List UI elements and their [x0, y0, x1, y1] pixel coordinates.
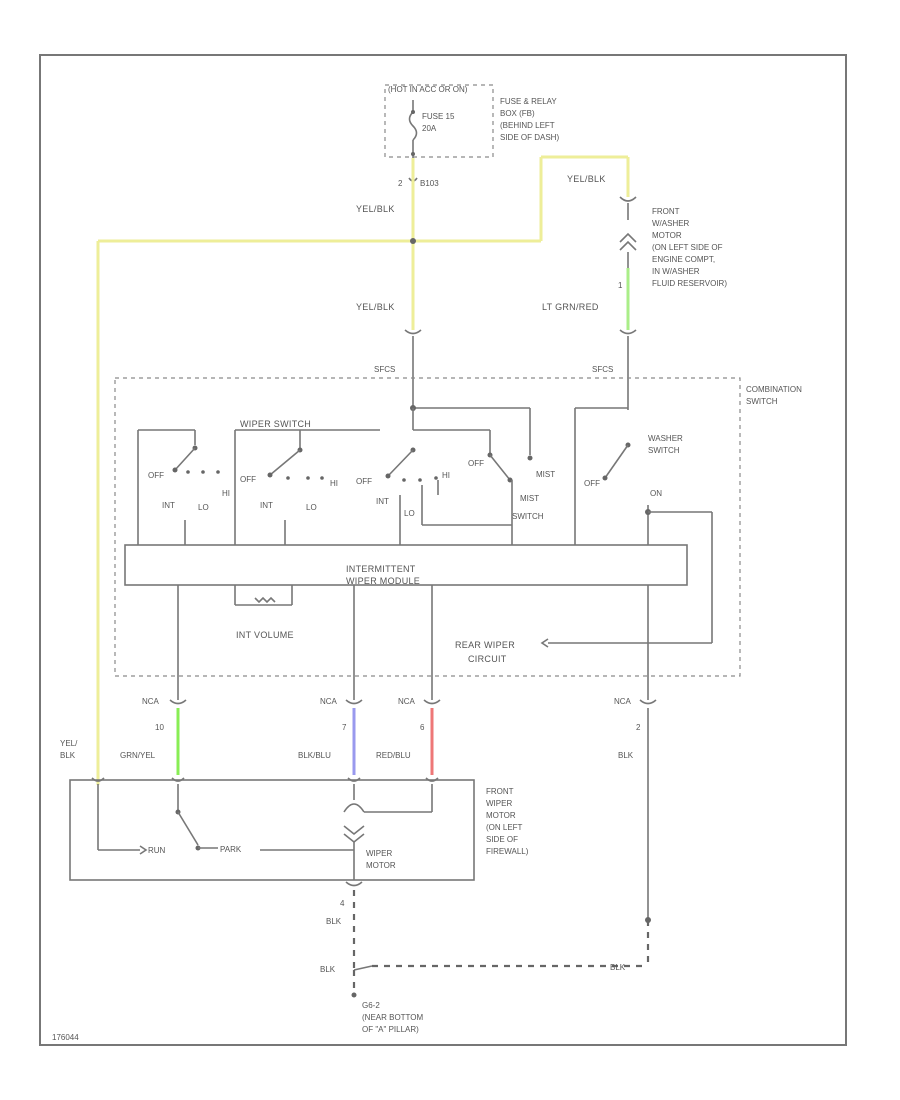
- switch-off-3: OFF: [356, 477, 372, 486]
- diagram-frame: [39, 54, 847, 1046]
- connector-sfcs-left: SFCS: [374, 365, 395, 374]
- wiper-motor-box-label-4: (ON LEFT: [486, 823, 523, 832]
- wiper-motor-box-label-5: SIDE OF: [486, 835, 518, 844]
- connector-sfcs-left-icon: [404, 329, 422, 335]
- switch-hi-1: HI: [222, 489, 230, 498]
- pin-2-label: 2: [398, 179, 403, 188]
- ground-label-1: G6-2: [362, 1001, 380, 1010]
- module-label-1: INTERMITTENT: [346, 564, 416, 574]
- washer-motor-icon: [619, 196, 637, 268]
- front-wiper-motor-box: [69, 779, 475, 881]
- washer-motor-label-3: MOTOR: [652, 231, 682, 240]
- figure-id: 176044: [52, 1033, 79, 1042]
- connector-nca-1: NCA: [142, 697, 160, 706]
- pin-4-label: 4: [340, 899, 345, 908]
- connector-nca-3: NCA: [398, 697, 416, 706]
- fuse-rating: 20A: [422, 124, 437, 133]
- connector-sfcs-right: SFCS: [592, 365, 613, 374]
- fuse-name: FUSE 15: [422, 112, 455, 121]
- switch-mist-1: MIST: [536, 470, 555, 479]
- wire-yel-blk-left-2: BLK: [60, 751, 76, 760]
- yellow-wires: [96, 155, 630, 785]
- washer-motor-label-5: ENGINE COMPT,: [652, 255, 715, 264]
- combination-switch-label-2: SWITCH: [746, 397, 778, 406]
- switch-icon: [172, 442, 631, 483]
- switch-lo-2: LO: [306, 503, 317, 512]
- wire-lt-grn-red-label: LT GRN/RED: [542, 302, 599, 312]
- wiper-motor-label-2: MOTOR: [366, 861, 396, 870]
- pin-2b-label: 2: [636, 723, 641, 732]
- switch-lo-1: LO: [198, 503, 209, 512]
- connector-b103: B103: [420, 179, 439, 188]
- pin-7-label: 7: [342, 723, 347, 732]
- wire-blk-3-label: BLK: [320, 965, 336, 974]
- switch-hi-3: HI: [442, 471, 450, 480]
- fuse-box-label-2: BOX (FB): [500, 109, 535, 118]
- switch-hi-2: HI: [330, 479, 338, 488]
- combination-switch-label-1: COMBINATION: [746, 385, 802, 394]
- connector-nca-4: NCA: [614, 697, 632, 706]
- mist-switch-label-2: SWITCH: [512, 512, 544, 521]
- washer-motor-label-6: IN W/ASHER: [652, 267, 700, 276]
- wire-yel-blk-middle: YEL/BLK: [356, 302, 395, 312]
- ground-label-2: (NEAR BOTTOM: [362, 1013, 424, 1022]
- pin-10-label: 10: [155, 723, 164, 732]
- pin-6-label: 6: [420, 723, 425, 732]
- park-run-label: RUN: [148, 846, 166, 855]
- wire-blk-blu-label: BLK/BLU: [298, 751, 331, 760]
- switch-int-2: INT: [260, 501, 273, 510]
- wire-blk-4-label: BLK: [610, 963, 626, 972]
- switch-on-label: ON: [650, 489, 662, 498]
- wire-blk-2-label: BLK: [326, 917, 342, 926]
- wire-yel-blk-left-1: YEL/: [60, 739, 78, 748]
- int-volume-label: INT VOLUME: [236, 630, 294, 640]
- pin-1-label: 1: [618, 281, 623, 290]
- switch-off-1: OFF: [148, 471, 164, 480]
- wiper-motor-box-label-6: FIREWALL): [486, 847, 529, 856]
- wiper-switch-label: WIPER SWITCH: [240, 419, 311, 429]
- wiper-motor-label-1: WIPER: [366, 849, 392, 858]
- wire-red-blu-label: RED/BLU: [376, 751, 411, 760]
- washer-motor-label-4: (ON LEFT SIDE OF: [652, 243, 723, 252]
- switch-int-1: INT: [162, 501, 175, 510]
- wire-yel-blk-right: YEL/BLK: [567, 174, 606, 184]
- wire-yel-blk-top: YEL/BLK: [356, 204, 395, 214]
- washer-motor-label-7: FLUID RESERVOIR): [652, 279, 727, 288]
- wiper-motor-box-label-2: WIPER: [486, 799, 512, 808]
- washer-switch-label-1: WASHER: [648, 434, 683, 443]
- module-label-2: WIPER MODULE: [346, 576, 420, 586]
- washer-switch-label-2: SWITCH: [648, 446, 680, 455]
- ground-label-3: OF "A" PILLAR): [362, 1025, 419, 1034]
- switch-lo-3: LO: [404, 509, 415, 518]
- wire-grn-yel-label: GRN/YEL: [120, 751, 156, 760]
- washer-motor-label-2: W/ASHER: [652, 219, 690, 228]
- fuse-hot-label: (HOT IN ACC OR ON): [388, 85, 468, 94]
- connector-sfcs-right-icon: [619, 329, 637, 335]
- splice-node: [410, 238, 416, 244]
- mist-switch-label-1: MIST: [520, 494, 539, 503]
- wiper-motor-icon: [343, 825, 365, 880]
- wiper-motor-box-label-1: FRONT: [486, 787, 514, 796]
- switch-off-4: OFF: [468, 459, 484, 468]
- washer-motor-label-1: FRONT: [652, 207, 680, 216]
- intermittent-wiper-module: [124, 544, 688, 586]
- wiper-motor-box-label-3: MOTOR: [486, 811, 516, 820]
- rear-wiper-label-1: REAR WIPER: [455, 640, 515, 650]
- fuse-box-label-4: SIDE OF DASH): [500, 133, 559, 142]
- switch-off-5: OFF: [584, 479, 600, 488]
- ground-icon: [351, 965, 373, 998]
- fuse-box-label-1: FUSE & RELAY: [500, 97, 557, 106]
- connector-nca-2: NCA: [320, 697, 338, 706]
- fuse-icon: [408, 100, 418, 158]
- wire-blk-1-label: BLK: [618, 751, 634, 760]
- combination-switch-box: [114, 377, 741, 677]
- fuse-box: (HOT IN ACC OR ON) FUSE 15 20A FUSE & RE…: [384, 84, 559, 158]
- park-park-label: PARK: [220, 845, 242, 854]
- int-volume-icon: [234, 585, 293, 606]
- switch-int-3: INT: [376, 497, 389, 506]
- rear-wiper-label-2: CIRCUIT: [468, 654, 507, 664]
- switch-off-2: OFF: [240, 475, 256, 484]
- fuse-box-label-3: (BEHIND LEFT: [500, 121, 555, 130]
